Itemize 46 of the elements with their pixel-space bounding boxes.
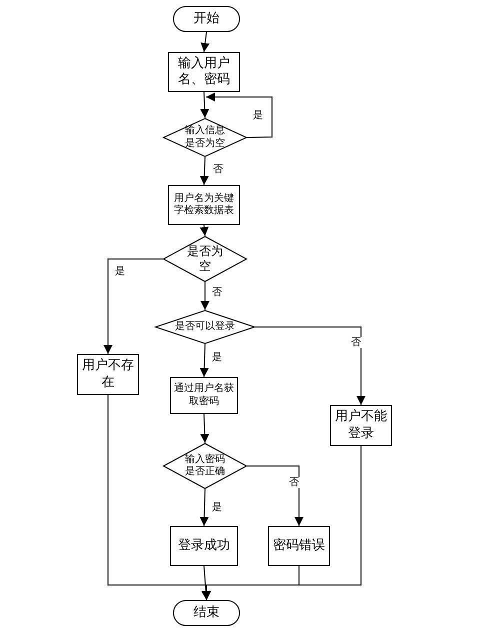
node-text: 用户名为关键字检索数据表 [173, 192, 235, 218]
edge-label: 是 [252, 110, 264, 121]
process-box [268, 526, 330, 566]
node-text: 输入密码是否正确 [184, 454, 226, 478]
arrow [200, 92, 210, 118]
arrow [200, 156, 209, 186]
node-text: 输入用户名、密码 [177, 56, 231, 88]
process-box [168, 185, 240, 225]
arrow [202, 566, 300, 600]
node-text: 输入信息是否为空 [184, 125, 226, 150]
arrow [200, 414, 210, 444]
decision-diamond [163, 443, 247, 489]
edge-label: 是 [114, 266, 126, 277]
arrow [246, 466, 304, 526]
arrow [201, 566, 210, 600]
node-text: 结束 [194, 604, 220, 622]
arrow [200, 488, 209, 526]
arrow [200, 32, 210, 52]
arrow [254, 326, 366, 406]
decision-diamond [163, 236, 247, 282]
decision-diamond [163, 118, 247, 157]
edge-label: 否 [288, 477, 300, 488]
terminal-shape [173, 6, 240, 32]
node-text: 密码错误 [273, 538, 325, 554]
node-text: 通过用户名获取密码 [173, 383, 235, 408]
arrow [200, 282, 210, 310]
node-text: 是否可以登录 [175, 320, 235, 334]
node-text: 是否为空 [186, 244, 224, 274]
edge-label: 否 [350, 337, 362, 348]
process-box [170, 377, 238, 414]
arrow [200, 344, 209, 378]
node-text: 用户不存在 [81, 358, 135, 391]
node-text: 开始 [194, 10, 220, 28]
process-box [168, 52, 240, 92]
edge-label: 是 [211, 352, 223, 363]
edge-label: 是 [211, 502, 223, 513]
node-text: 用户不能登录 [334, 409, 388, 442]
arrow [206, 92, 272, 138]
node-text: 登录成功 [178, 538, 230, 554]
process-box [170, 526, 238, 566]
arrow [200, 224, 209, 236]
decision-diamond [155, 310, 255, 344]
edge-label: 否 [211, 287, 223, 298]
arrow [104, 258, 164, 354]
edge-label: 否 [212, 164, 224, 175]
terminal-shape [173, 600, 240, 626]
